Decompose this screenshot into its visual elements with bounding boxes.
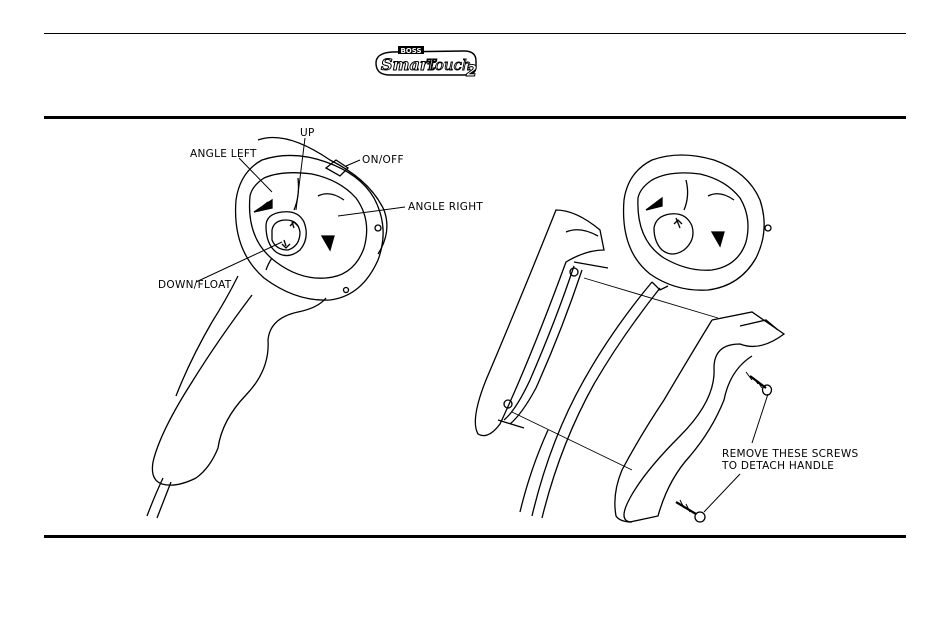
label-on-off: ON/OFF xyxy=(362,154,404,166)
label-angle-left: ANGLE LEFT xyxy=(190,148,257,160)
left-handle-drawing xyxy=(147,138,405,519)
screw-lower xyxy=(676,500,705,522)
note-remove-screws: REMOVE THESE SCREWS xyxy=(722,448,858,460)
note-detach-handle: TO DETACH HANDLE xyxy=(722,460,834,472)
label-up: UP xyxy=(300,127,315,139)
label-angle-right: ANGLE RIGHT xyxy=(408,201,483,213)
screw-upper xyxy=(746,372,772,395)
label-down-float: DOWN/FLOAT xyxy=(158,279,232,291)
